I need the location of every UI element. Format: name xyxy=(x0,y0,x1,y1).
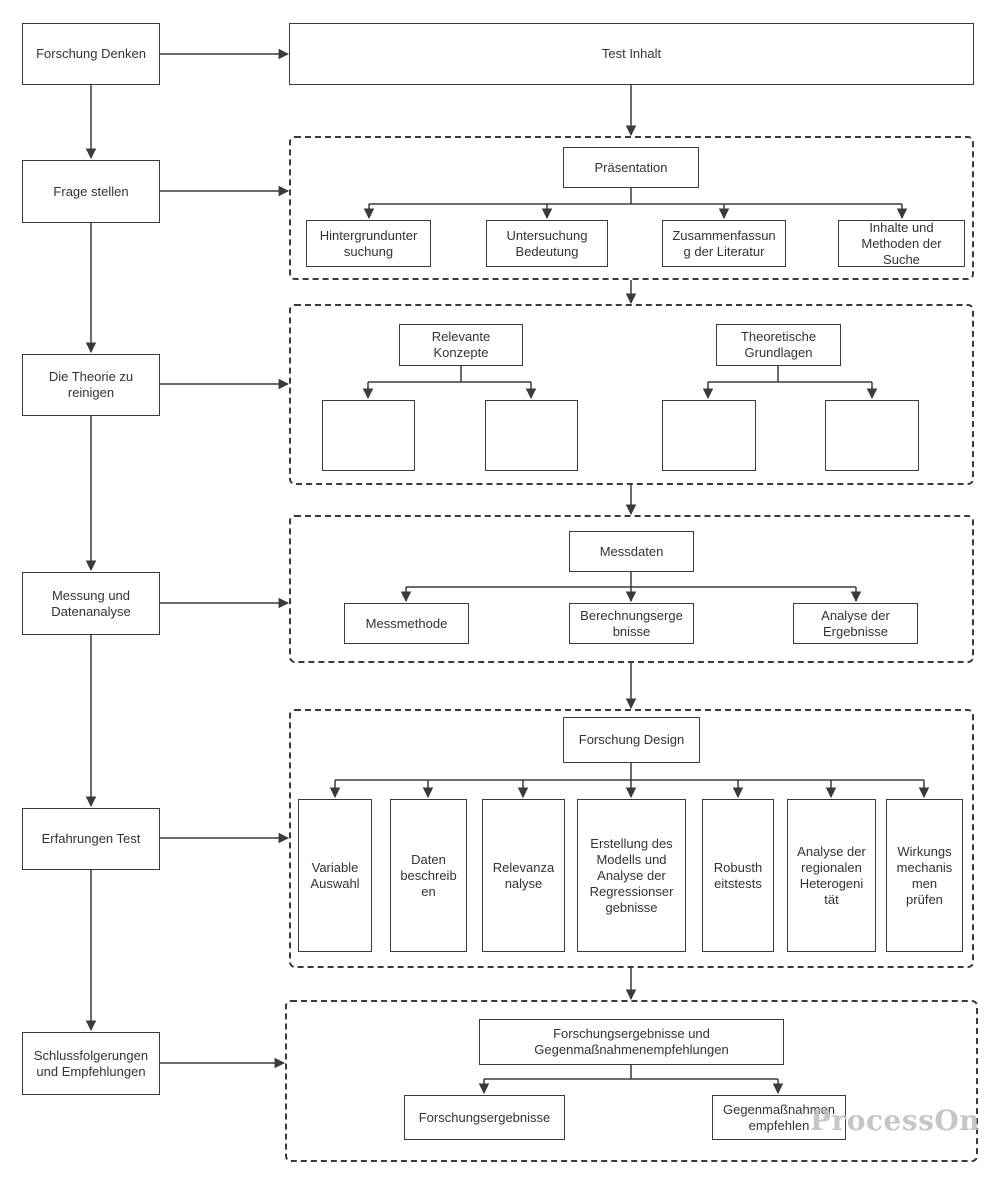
group-measurement xyxy=(289,515,974,663)
measurement-item-berechnung[interactable]: Berechnungserge bnisse xyxy=(569,603,694,644)
step-theorie-reinigen[interactable]: Die Theorie zu reinigen xyxy=(22,354,160,416)
design-item-robustheit[interactable]: Robusth eitstests xyxy=(702,799,774,952)
group-theory xyxy=(289,304,974,485)
conclusion-title-box[interactable]: Forschungsergebnisse und Gegenmaßnahmene… xyxy=(479,1019,784,1065)
measurement-item-analyse[interactable]: Analyse der Ergebnisse xyxy=(793,603,918,644)
presentation-title-box[interactable]: Präsentation xyxy=(563,147,699,188)
foundations-empty-box-2[interactable] xyxy=(825,400,919,471)
measurement-title-box[interactable]: Messdaten xyxy=(569,531,694,572)
design-title-box[interactable]: Forschung Design xyxy=(563,717,700,763)
design-item-heterogenitaet[interactable]: Analyse der regionalen Heterogeni tät xyxy=(787,799,876,952)
group-design xyxy=(289,709,974,968)
test-content-box[interactable]: Test Inhalt xyxy=(289,23,974,85)
group-conclusion xyxy=(285,1000,978,1162)
theory-concepts-box[interactable]: Relevante Konzepte xyxy=(399,324,523,366)
design-item-relevanz[interactable]: Relevanza nalyse xyxy=(482,799,565,952)
foundations-empty-box-1[interactable] xyxy=(662,400,756,471)
processon-watermark: ProcessOn xyxy=(810,1104,981,1137)
presentation-item-literatur[interactable]: Zusammenfassun g der Literatur xyxy=(662,220,786,267)
theory-foundations-box[interactable]: Theoretische Grundlagen xyxy=(716,324,841,366)
measurement-item-methode[interactable]: Messmethode xyxy=(344,603,469,644)
step-erfahrungen-test[interactable]: Erfahrungen Test xyxy=(22,808,160,870)
design-item-variable[interactable]: Variable Auswahl xyxy=(298,799,372,952)
design-item-wirkung[interactable]: Wirkungs mechanis men prüfen xyxy=(886,799,963,952)
concepts-empty-box-1[interactable] xyxy=(322,400,415,471)
presentation-item-hintergrund[interactable]: Hintergrundunter suchung xyxy=(306,220,431,267)
design-item-modell[interactable]: Erstellung des Modells und Analyse der R… xyxy=(577,799,686,952)
conclusion-item-empfehlen[interactable]: Gegenmaßnahmen empfehlen xyxy=(712,1095,846,1140)
step-forschung-denken[interactable]: Forschung Denken xyxy=(22,23,160,85)
step-messung-datenanalyse[interactable]: Messung und Datenanalyse xyxy=(22,572,160,635)
presentation-item-bedeutung[interactable]: Untersuchung Bedeutung xyxy=(486,220,608,267)
concepts-empty-box-2[interactable] xyxy=(485,400,578,471)
design-item-daten[interactable]: Daten beschreib en xyxy=(390,799,467,952)
step-schlussfolgerungen[interactable]: Schlussfolgerungen und Empfehlungen xyxy=(22,1032,160,1095)
step-frage-stellen[interactable]: Frage stellen xyxy=(22,160,160,223)
presentation-item-methoden[interactable]: Inhalte und Methoden der Suche xyxy=(838,220,965,267)
group-presentation xyxy=(289,136,974,280)
conclusion-item-ergebnisse[interactable]: Forschungsergebnisse xyxy=(404,1095,565,1140)
